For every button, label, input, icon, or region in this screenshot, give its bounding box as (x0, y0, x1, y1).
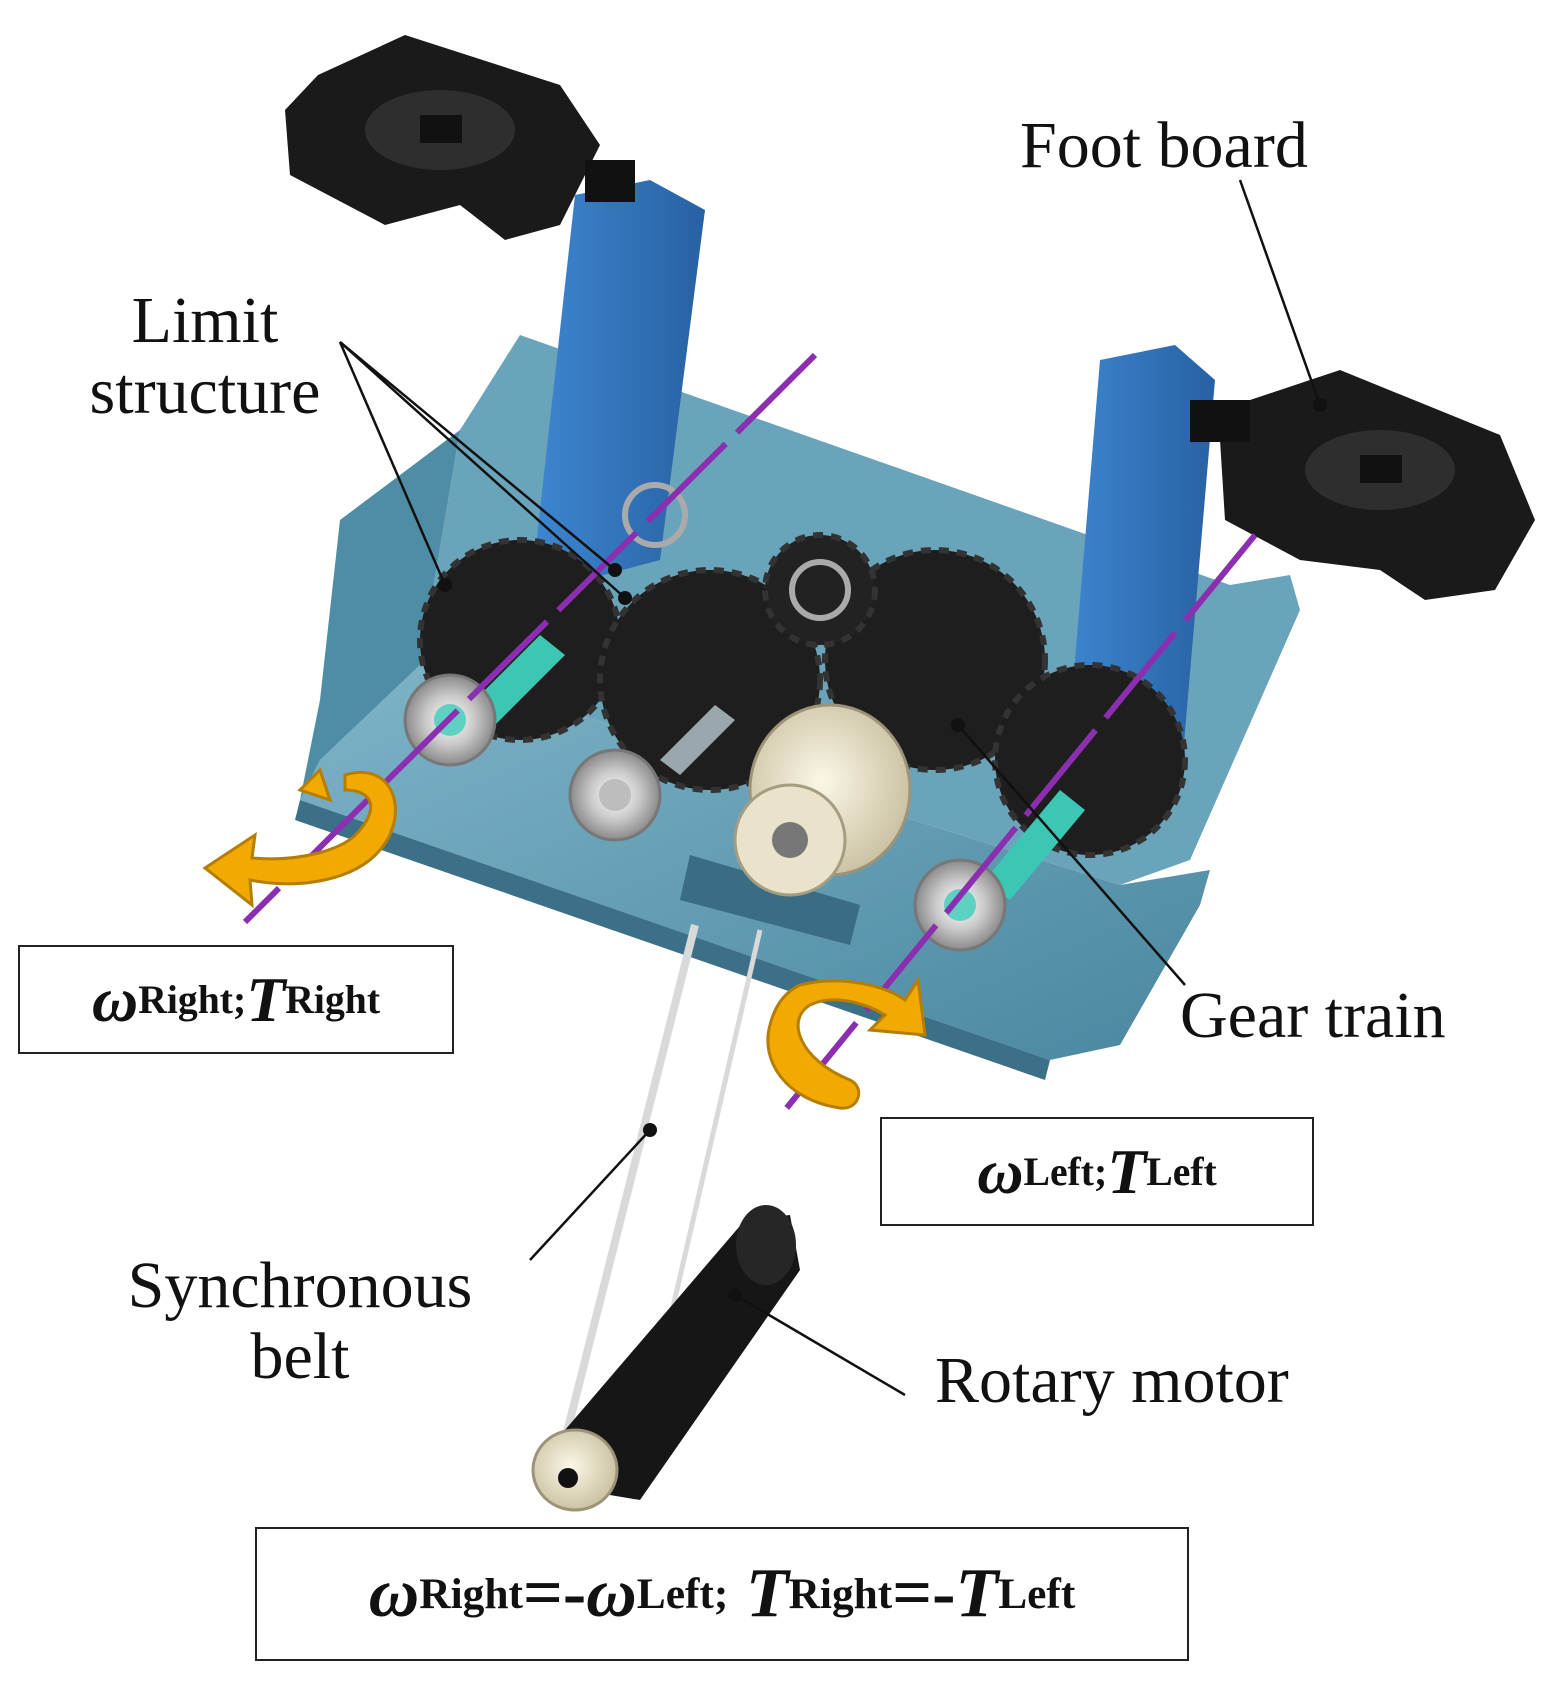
pedal-top-left (285, 35, 635, 240)
crank-arm-left (535, 180, 705, 580)
subscript: Left; (1023, 1149, 1108, 1194)
rotation-arrow-left (766, 975, 927, 1110)
subscript: Left; (636, 1570, 729, 1618)
subscript: Right (285, 977, 381, 1022)
pedal-right (1190, 370, 1535, 600)
equals-minus: =- (892, 1555, 956, 1632)
subscript: Left (998, 1570, 1076, 1618)
symbol-torque: T (1107, 1135, 1147, 1207)
rotation-arrow-right (202, 767, 397, 909)
symbol-omega: ω (586, 1555, 637, 1632)
symbol-torque: T (745, 1555, 789, 1632)
subscript: Left (1146, 1149, 1217, 1194)
symbol-omega: ω (977, 1135, 1024, 1207)
label-synchronous-belt-line1: Synchronous (127, 1249, 473, 1322)
label-limit-structure-line2: structure (89, 355, 321, 429)
label-foot-board: Foot board (1020, 109, 1308, 182)
equals-minus: =- (522, 1555, 587, 1632)
label-synchronous-belt: Synchronous belt (70, 1250, 530, 1393)
label-limit-structure: Limit structure (50, 285, 360, 428)
rotation-axes (242, 352, 1258, 1112)
label-rotary-motor: Rotary motor (935, 1344, 1289, 1417)
central-pulley (733, 703, 912, 897)
symbol-torque: T (955, 1555, 999, 1632)
symbol-torque: T (246, 963, 286, 1035)
symbol-omega: ω (91, 963, 139, 1035)
subscript: Right; (138, 977, 247, 1022)
gear-train-shapes (417, 532, 1188, 858)
label-synchronous-belt-line2: belt (250, 1320, 350, 1394)
label-limit-structure-line1: Limit (131, 284, 279, 357)
spacer (728, 1554, 746, 1634)
rotary-motor (531, 1205, 800, 1512)
subscript: Right (419, 1570, 523, 1618)
subscript: Right (788, 1570, 893, 1618)
leader-lines (338, 179, 1327, 1397)
label-gear-train: Gear train (1180, 979, 1446, 1052)
shafts (470, 635, 1085, 900)
symbol-omega: ω (368, 1555, 420, 1632)
